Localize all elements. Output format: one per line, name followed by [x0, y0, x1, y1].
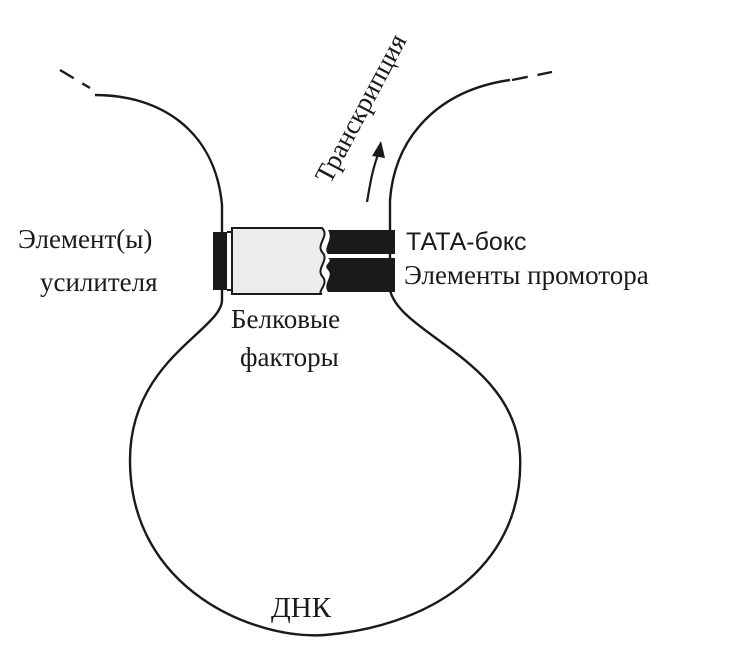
promoter-elements-label: Элементы промотора [404, 260, 649, 290]
enhancer-label-line2: усилителя [40, 267, 158, 297]
dna-label: ДНК [271, 592, 332, 624]
protein-factors-label-line2: факторы [240, 342, 339, 372]
dna-strand-continuation-left [59, 68, 91, 90]
enhancer-element [213, 232, 227, 290]
protein-factors-block [231, 227, 326, 295]
promoter-elements-block [326, 258, 395, 292]
tata-box-label: ТАТА-бокс [406, 228, 527, 256]
dna-strand-continuation-right [511, 70, 553, 82]
protein-factors-label-line1: Белковые [231, 304, 340, 334]
curved-arrow-up-icon [365, 141, 385, 203]
enhancer-label-line1: Элемент(ы) [18, 224, 152, 254]
tata-box-element [326, 230, 395, 254]
